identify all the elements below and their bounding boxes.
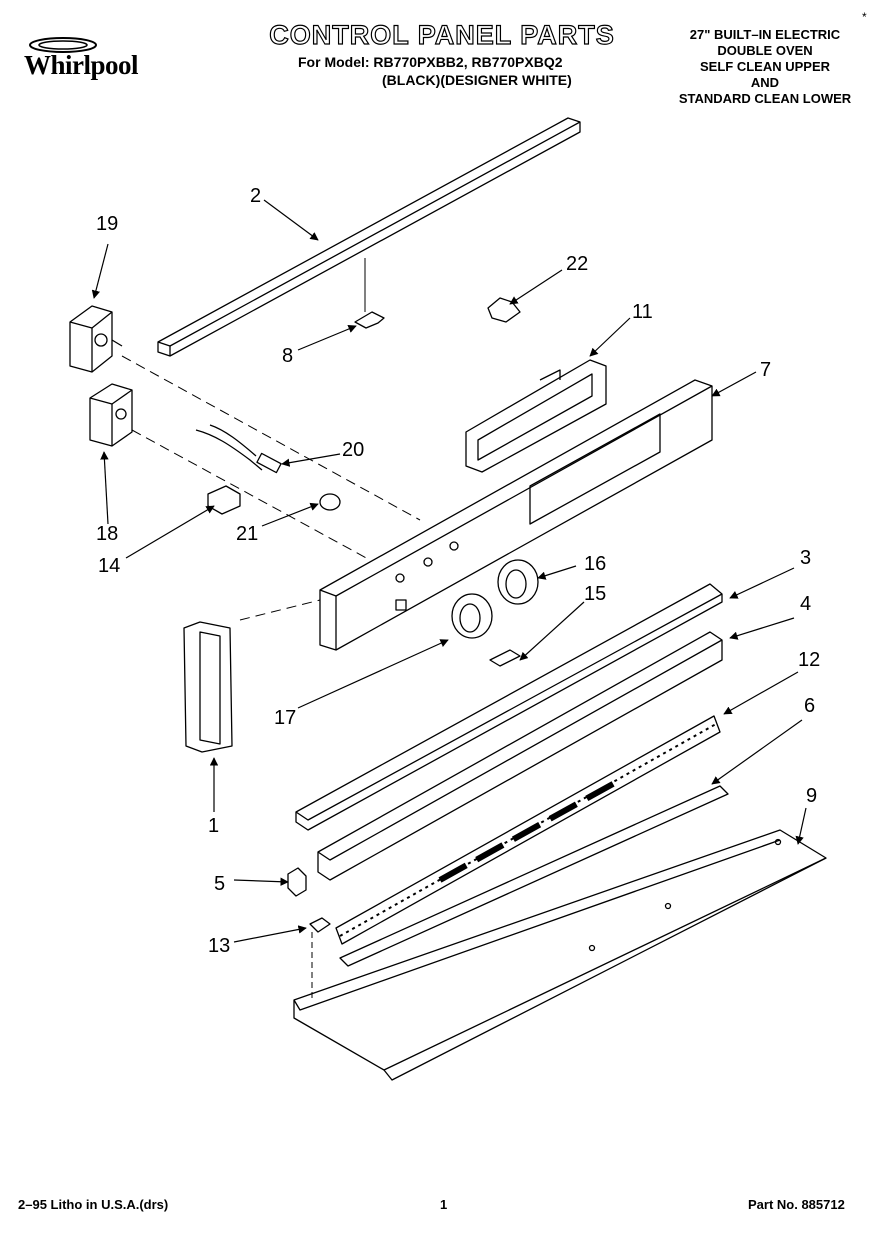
callout-5: 5	[214, 873, 225, 895]
part-18-switch	[89, 383, 133, 447]
part-5-end-cap	[287, 867, 307, 897]
product-description: 27" BUILT–IN ELECTRIC DOUBLE OVEN SELF C…	[660, 27, 870, 107]
callout-4: 4	[800, 593, 811, 615]
corner-mark: *	[862, 10, 867, 24]
litho-note: 2–95 Litho in U.S.A.(drs)	[18, 1197, 169, 1212]
callout-3: 3	[800, 547, 811, 569]
description-line: DOUBLE OVEN	[717, 43, 813, 58]
callout-16: 16	[584, 553, 606, 575]
model-line: For Model: RB770PXBB2, RB770PXBQ2	[298, 54, 563, 70]
callout-labels: 2 19 8 22 11 7 20 18 21 14 16 15 3 4 12 …	[96, 185, 820, 957]
part-12-vent-rail	[335, 715, 721, 945]
part-7-control-panel	[319, 379, 713, 651]
part-19-switch	[69, 305, 123, 373]
callout-7: 7	[760, 359, 771, 381]
callout-1: 1	[208, 815, 219, 837]
description-line: SELF CLEAN UPPER	[699, 59, 830, 74]
callout-21: 21	[236, 523, 258, 545]
part-15-clip	[489, 649, 521, 667]
callout-13: 13	[208, 935, 230, 957]
callout-22: 22	[566, 253, 588, 275]
part-21-lamp	[319, 493, 341, 511]
callout-8: 8	[282, 345, 293, 367]
part-20-wire-harness	[195, 424, 282, 474]
part-17-knob	[451, 593, 493, 639]
callout-6: 6	[804, 695, 815, 717]
whirlpool-logo: Whirlpool	[18, 30, 188, 85]
description-line: 27" BUILT–IN ELECTRIC	[689, 27, 841, 42]
callout-20: 20	[342, 439, 364, 461]
callout-11: 11	[632, 301, 653, 323]
callout-18: 18	[96, 523, 118, 545]
part-22-bracket	[487, 297, 521, 323]
part-1-end-cap	[183, 621, 233, 753]
description-line: AND	[750, 75, 780, 90]
description-line: STANDARD CLEAN LOWER	[678, 91, 852, 106]
part-number: Part No. 885712	[748, 1197, 845, 1212]
logo-swoosh-icon	[29, 37, 97, 53]
page-number: 1	[440, 1197, 448, 1212]
part-2-top-trim	[157, 117, 581, 357]
brand-name: Whirlpool	[24, 50, 139, 80]
callout-9: 9	[806, 785, 817, 807]
callout-2: 2	[250, 185, 261, 207]
callout-15: 15	[584, 583, 606, 605]
part-9-bottom-panel	[293, 829, 827, 1081]
callout-12: 12	[798, 649, 820, 671]
part-6-bracket-rail	[339, 785, 729, 967]
callout-17: 17	[274, 707, 296, 729]
callout-19: 19	[96, 213, 118, 235]
part-3-trim-strip	[295, 583, 723, 831]
part-14-switch	[207, 485, 241, 515]
part-13-clip	[309, 917, 331, 933]
page-title: CONTROL PANEL PARTS	[269, 19, 615, 50]
model-variant: (BLACK)(DESIGNER WHITE)	[382, 72, 572, 88]
callout-14: 14	[98, 555, 120, 577]
part-11-display-board	[465, 359, 607, 473]
part-8-clip	[354, 311, 385, 329]
part-4-trim-strip	[317, 631, 723, 881]
part-16-knob	[497, 559, 539, 605]
